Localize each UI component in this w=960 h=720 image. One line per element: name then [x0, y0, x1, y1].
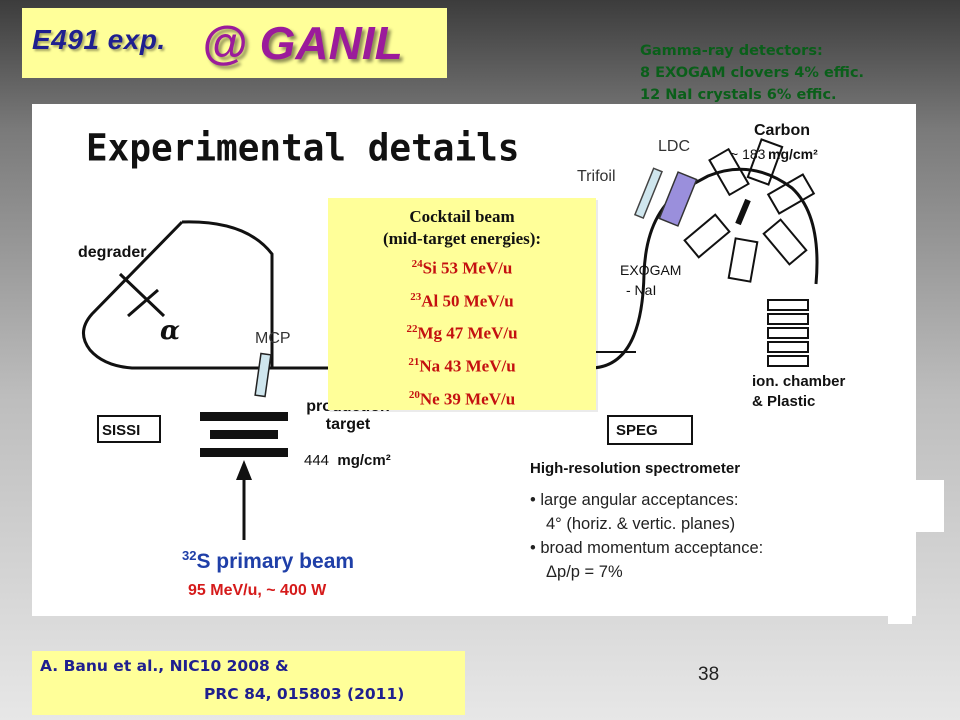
production-target-line-2: target: [325, 416, 371, 433]
isotope-na: 21Na 43 MeV/u: [328, 348, 596, 381]
exogam-clovers-line: 8 EXOGAM clovers 4% effic.: [640, 65, 865, 81]
ldc-detector: [658, 171, 698, 227]
bullet-angular-sub: 4° (horiz. & vertic. planes): [546, 515, 736, 533]
nai-crystals-line: 12 NaI crystals 6% effic.: [640, 87, 837, 103]
trifoil-detector: [633, 167, 663, 220]
bullet-angular-text: large angular acceptances:: [540, 491, 739, 509]
trifoil-label: Trifoil: [577, 168, 616, 185]
high-resolution-label: High-resolution spectrometer: [530, 460, 741, 477]
isotope-mg-text: Mg 47 MeV/u: [417, 323, 518, 343]
target-thickness-label: 444 mg/cm²: [304, 452, 391, 469]
alpha-label: α: [160, 316, 181, 346]
target-thickness-unit: mg/cm²: [337, 452, 391, 469]
primary-beam-text: S primary beam: [196, 550, 355, 573]
degrader-mark-2: [127, 288, 159, 318]
carbon-target: [735, 198, 751, 226]
gamma-detectors-heading: Gamma-ray detectors:: [640, 43, 823, 59]
sissi-box: [97, 415, 161, 443]
degrader-label: degrader: [78, 244, 147, 261]
ldc-label: LDC: [658, 138, 691, 155]
target-thickness-value: 444: [304, 452, 330, 469]
isotope-na-text: Na 43 MeV/u: [419, 356, 516, 376]
title-facility: @ GANIL: [202, 17, 403, 69]
reference-line-1: A. Banu et al., NIC10 2008 &: [40, 657, 289, 675]
isotope-na-mass: 21: [408, 355, 420, 368]
mcp-label: MCP: [255, 330, 291, 347]
beamline-sissi-return: [181, 220, 274, 368]
exogam-label: EXOGAM: [620, 262, 682, 278]
carbon-unit-label: mg/cm²: [768, 146, 818, 162]
ion-chamber-line-1: ion. chamber: [752, 373, 846, 390]
isotope-si: 24Si 53 MeV/u: [328, 250, 596, 283]
isotope-al: 23Al 50 MeV/u: [328, 283, 596, 316]
acceptance-bullets: • large angular acceptances: 4° (horiz. …: [530, 488, 763, 584]
sissi-magnet-3: [200, 448, 288, 457]
sissi-label: SISSI: [102, 422, 141, 439]
isotope-al-text: Al 50 MeV/u: [421, 291, 514, 311]
cocktail-heading-line-2: (mid-target energies):: [382, 229, 542, 248]
cocktail-heading-line-1: Cocktail beam: [409, 207, 515, 226]
title-experiment: E491 exp.: [32, 24, 166, 55]
right-block-top: [916, 480, 944, 532]
beamline-sissi-loop: [82, 220, 502, 370]
bullet-momentum-sub: Δp/p = 7%: [546, 563, 623, 581]
bullet-angular: • large angular acceptances:: [530, 491, 739, 509]
bullet-momentum: • broad momentum acceptance:: [530, 539, 764, 557]
isotope-ne-text: Ne 39 MeV/u: [419, 389, 516, 409]
speg-box: [607, 415, 693, 445]
carbon-thickness-label: ~ 183: [730, 146, 766, 162]
primary-beam-arrowhead: [236, 460, 252, 480]
title-banner: E491 exp. @ GANIL: [22, 8, 447, 78]
sissi-magnet-2: [210, 430, 278, 439]
isotope-si-mass: 24: [411, 258, 423, 270]
nai-label: - NaI: [626, 282, 657, 298]
isotope-ne-mass: 20: [408, 388, 420, 401]
reference-line-2: PRC 84, 015803 (2011): [204, 685, 405, 703]
primary-beam-label: 32S primary beam: [182, 548, 354, 574]
isotope-ne: 20Ne 39 MeV/u: [328, 381, 596, 414]
isotope-al-mass: 23: [410, 290, 422, 303]
bullet-momentum-text: broad momentum acceptance:: [540, 539, 764, 557]
ion-chamber-label: ion. chamber & Plastic: [752, 372, 845, 412]
cocktail-beam-box: Cocktail beam (mid-target energies): 24S…: [328, 198, 596, 410]
primary-beam-mass: 32: [182, 548, 197, 563]
isotope-mg-mass: 22: [406, 323, 418, 336]
ion-chamber-line-2: & Plastic: [752, 393, 816, 410]
gamma-detectors-note: Gamma-ray detectors: 8 EXOGAM clovers 4%…: [640, 40, 864, 106]
figure-heading: Experimental details: [86, 126, 520, 171]
mcp-detector: [254, 352, 272, 398]
speg-label: SPEG: [616, 422, 658, 439]
isotope-si-text: Si 53 MeV/u: [422, 258, 513, 278]
isotope-mg: 22Mg 47 MeV/u: [328, 315, 596, 348]
exogam-array: [683, 138, 816, 283]
degrader-mark: [118, 272, 166, 318]
reference-box: A. Banu et al., NIC10 2008 & PRC 84, 015…: [32, 651, 465, 715]
sissi-magnet-1: [200, 412, 288, 421]
page-number: 38: [698, 664, 720, 685]
cocktail-heading: Cocktail beam (mid-target energies):: [328, 206, 596, 250]
carbon-label: Carbon: [754, 122, 810, 139]
primary-beam-energy: 95 MeV/u, ~ 400 W: [188, 582, 327, 599]
ion-chamber-stack: [767, 299, 809, 367]
